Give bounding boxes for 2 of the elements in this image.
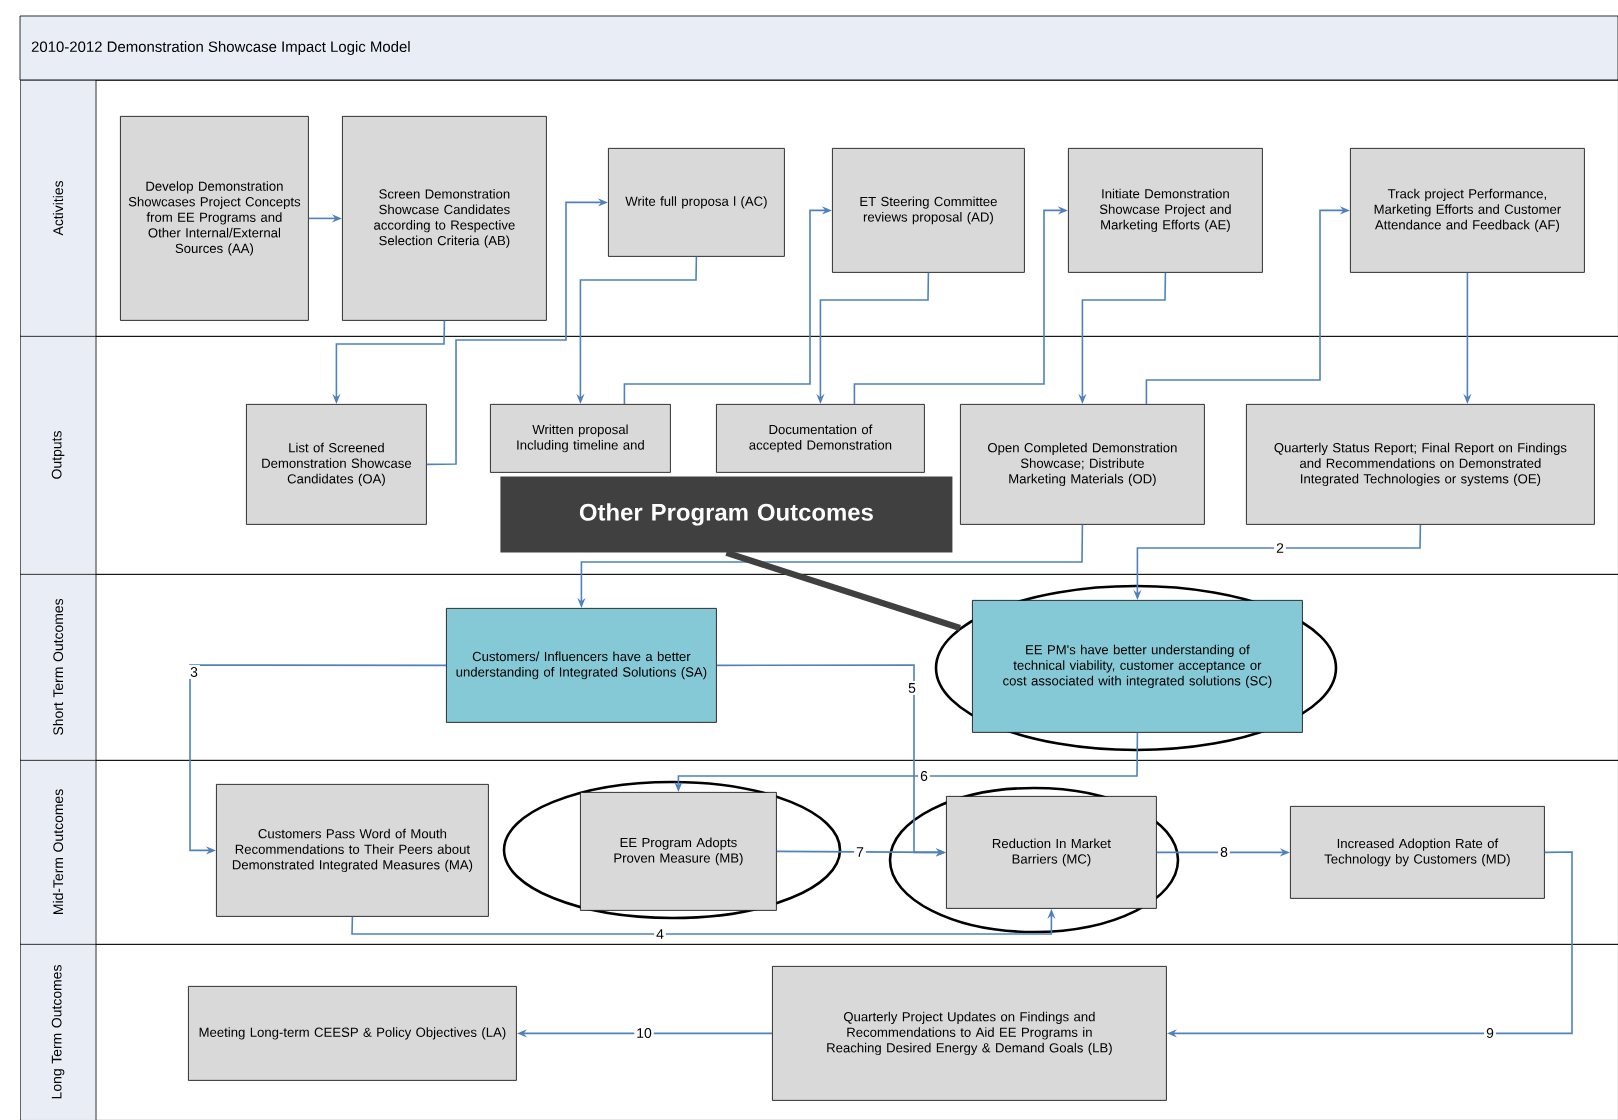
callout-box: Other Program Outcomes [500, 476, 953, 553]
leader-line [725, 549, 961, 632]
